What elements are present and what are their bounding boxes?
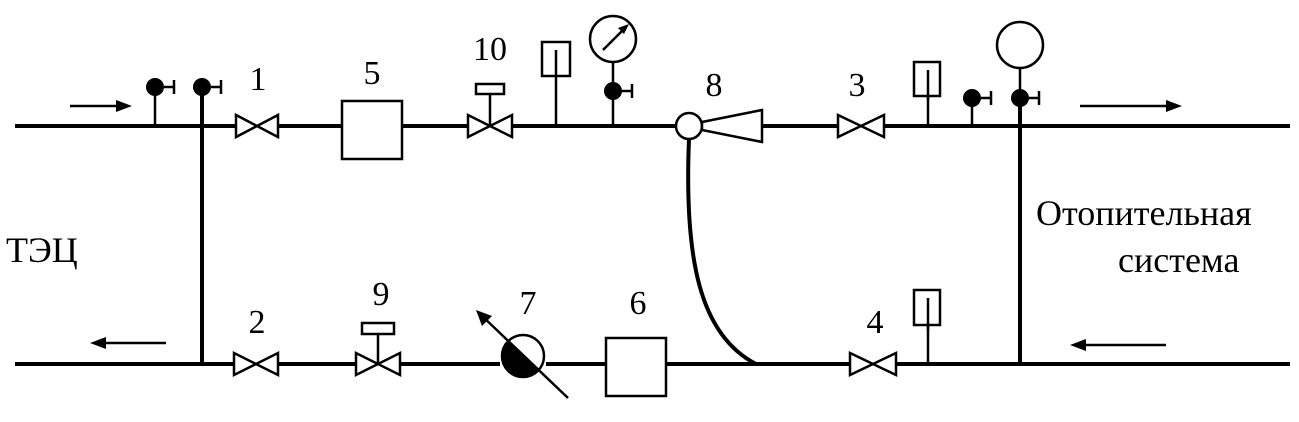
elevator-jet-pump-8 xyxy=(674,108,764,144)
ball-valve-tap xyxy=(963,89,993,126)
pressure-gauge-icon xyxy=(588,14,638,126)
device-box-6 xyxy=(604,336,668,398)
regulating-valve-9 xyxy=(354,321,402,378)
component-number-1: 1 xyxy=(250,61,267,98)
component-number-6: 6 xyxy=(630,285,647,322)
component-number-7: 7 xyxy=(520,285,537,322)
thermometer-icon xyxy=(540,40,572,126)
regulating-valve-10 xyxy=(466,82,514,140)
component-number-8: 8 xyxy=(706,67,723,104)
gate-valve-4 xyxy=(848,351,898,377)
gate-valve-1 xyxy=(234,112,280,140)
component-number-5: 5 xyxy=(364,55,381,92)
flow-arrow-return-in xyxy=(1070,339,1166,351)
component-number-2: 2 xyxy=(249,304,266,341)
component-number-3: 3 xyxy=(849,67,866,104)
source-label: ТЭЦ xyxy=(6,230,78,270)
component-number-10: 10 xyxy=(473,31,507,68)
system-label-line1: Отопительная xyxy=(1036,193,1252,233)
flow-meter-7 xyxy=(476,310,569,399)
flow-arrow-supply-out xyxy=(1080,100,1182,112)
flow-arrow-return-out xyxy=(90,337,166,349)
component-number-4: 4 xyxy=(867,304,884,341)
gate-valve-3 xyxy=(836,113,886,139)
flow-arrow-supply-in xyxy=(70,100,132,112)
thermometer-icon xyxy=(912,60,942,126)
ball-valve-tap xyxy=(146,78,176,126)
gate-valve-2 xyxy=(232,350,280,378)
thermometer-icon xyxy=(912,288,942,364)
mixing-line xyxy=(686,138,757,366)
filter-box-5 xyxy=(340,99,404,161)
component-number-9: 9 xyxy=(373,276,390,313)
pressure-gauge-icon xyxy=(995,20,1045,107)
ball-valve-tap xyxy=(193,78,223,96)
system-label-line2: система xyxy=(1118,240,1239,280)
